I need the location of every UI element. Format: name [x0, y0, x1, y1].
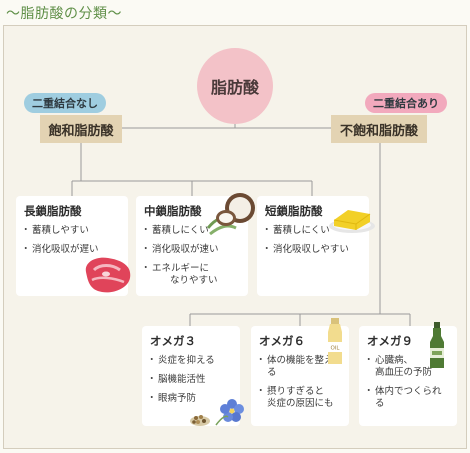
- oil-label-text: OIL: [330, 346, 340, 352]
- card-title: 中鎖脂肪酸: [144, 204, 202, 218]
- card-item: 消化吸収が速い: [141, 244, 240, 256]
- coconut-illustration: [206, 193, 255, 236]
- unsaturated-category: 不飽和脂肪酸: [331, 115, 427, 143]
- card-item: 蓄積しにくい: [262, 225, 361, 237]
- card-item: 体内でつくられる: [364, 386, 449, 410]
- no-double-bond-label: 二重結合なし: [24, 93, 106, 113]
- long-chain-card: 長鎖脂肪酸 蓄積しやすい 消化吸収が遅い: [16, 196, 128, 296]
- seeds-flower-illustration: [190, 399, 244, 426]
- card-title: 短鎖脂肪酸: [265, 204, 323, 218]
- card-item: 蓄積しにくい: [141, 225, 240, 237]
- card-item: 心臓病、高血圧の予防: [364, 355, 449, 379]
- card-title: オメガ９: [367, 334, 413, 348]
- card-item: 消化吸収しやすい: [262, 244, 361, 256]
- card-item: 脳機能活性: [147, 374, 232, 386]
- butter-illustration: [329, 210, 375, 233]
- card-item: 眼病予防: [147, 393, 232, 405]
- page-title: ～脂肪酸の分類～: [6, 6, 122, 22]
- card-item: 消化吸収が遅い: [21, 244, 120, 256]
- card-item: 体の機能を整える: [256, 355, 341, 379]
- card-title: 長鎖脂肪酸: [24, 204, 82, 218]
- card-title: オメガ６: [259, 334, 305, 348]
- meat-illustration: [85, 257, 131, 293]
- card-item: 炎症を抑える: [147, 355, 232, 367]
- card-title: オメガ３: [150, 334, 196, 348]
- olive-oil-bottle-illustration: [430, 322, 444, 368]
- card-item: 蓄積しやすい: [21, 225, 120, 237]
- oil-bottle-illustration: OIL: [328, 318, 342, 364]
- root-node: 脂肪酸: [197, 48, 273, 124]
- saturated-category: 飽和脂肪酸: [40, 115, 122, 143]
- double-bond-label: 二重結合あり: [365, 93, 447, 113]
